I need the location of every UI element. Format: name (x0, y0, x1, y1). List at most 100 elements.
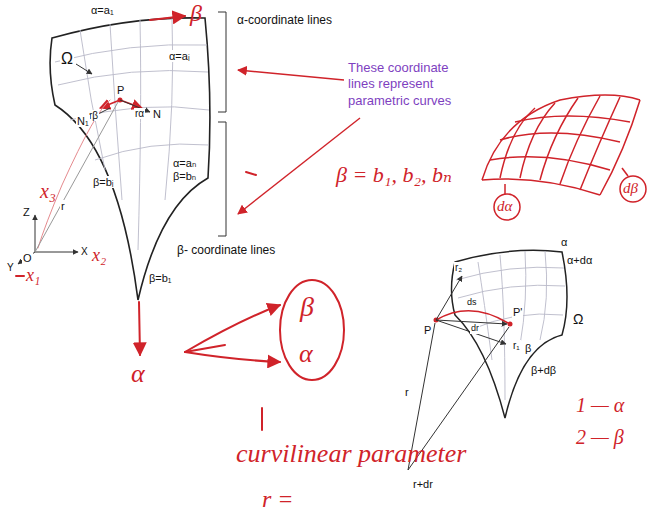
coordinate-label: β=bᵢ (92, 176, 115, 188)
drawing-stroke (504, 184, 506, 194)
point-name: P (423, 324, 432, 336)
vector-r2 (436, 276, 462, 320)
grid-lines (55, 18, 209, 250)
drawing-stroke (58, 71, 208, 85)
coordinate-label: β (524, 342, 532, 354)
coordinate-label: α=a₁ (90, 4, 115, 16)
hand-note: α (131, 360, 145, 389)
note: α-coordinate lines (236, 14, 333, 27)
drawing-stroke (35, 215, 36, 252)
grid-lines (456, 251, 565, 400)
hand-note: α (299, 340, 313, 369)
drawing-stroke (238, 70, 344, 80)
axis-name: Z (22, 206, 31, 218)
vector-name: r+dr (412, 478, 434, 490)
drawing-stroke (185, 305, 280, 352)
drawing-stroke (185, 345, 225, 352)
drawing-stroke (246, 172, 256, 175)
vector-name: N₁ (76, 115, 90, 127)
drawing-stroke (38, 100, 110, 248)
omega-leader (76, 64, 92, 74)
drawing-stroke (494, 194, 520, 220)
drawing-stroke (35, 102, 118, 252)
coordinate-label: β=bₙ (172, 170, 197, 182)
region-name: Ω (60, 50, 74, 68)
drawing-stroke (520, 103, 555, 178)
hand-note: β = b₁, b₂, bₙ (336, 163, 452, 187)
drawing-stroke (70, 107, 209, 120)
drawing-stroke (482, 179, 600, 195)
drawing-stroke (456, 267, 564, 280)
vector-name: r₁ (512, 340, 521, 351)
brackets (218, 12, 226, 236)
point-name: P' (512, 306, 523, 318)
coordinate-label: α=aᵢ (168, 50, 191, 62)
hand-mesh (482, 95, 646, 220)
coordinate-label: α+dα (566, 254, 593, 266)
drawing-stroke (622, 168, 628, 176)
drawing-stroke (540, 98, 578, 180)
drawing-stroke (218, 12, 226, 112)
drawing-stroke (540, 251, 547, 340)
vector-name: r₂ (454, 262, 463, 273)
drawing-stroke (138, 20, 141, 250)
hand-note: curvilinear parameter (236, 440, 466, 469)
hand-note: x₂ (92, 246, 106, 266)
origin-name: O (22, 252, 33, 264)
vector-name: rα (134, 108, 145, 119)
drawing-stroke (620, 176, 646, 202)
vector-name: r (60, 200, 66, 212)
surface-outline (452, 250, 568, 418)
drawing-stroke (580, 97, 620, 190)
hand-note: 1 — α (576, 394, 624, 416)
drawing-stroke (139, 302, 140, 355)
drawing-stroke (500, 255, 505, 400)
drawing-stroke (150, 16, 185, 20)
surface-right (408, 250, 567, 470)
drawing-stroke (458, 285, 565, 298)
axis-name: X (80, 246, 89, 257)
vector-name: dr (470, 324, 480, 334)
drawing-stroke (16, 275, 24, 277)
hand-note: dβ (623, 180, 638, 197)
hand-oval (185, 280, 344, 430)
hand-note: β (300, 292, 314, 323)
vector-r1 (436, 320, 506, 344)
region-name: Ω (572, 312, 584, 327)
vector-name: ds (466, 298, 478, 308)
note-arrows (238, 70, 360, 214)
drawing-stroke (110, 24, 122, 200)
note: β- coordinate lines (176, 244, 276, 257)
drawing-stroke (560, 96, 600, 184)
drawing-stroke (515, 116, 630, 122)
drawing-stroke (482, 95, 640, 180)
coordinate-label: α (560, 236, 568, 248)
vector-name: r (404, 386, 410, 398)
vector-name: N (152, 108, 162, 120)
hand-note: β (190, 0, 202, 26)
arc-ds (436, 311, 508, 323)
drawing-stroke (35, 252, 78, 253)
hand-note: 2 — β (576, 426, 624, 448)
note: These coordinate lines represent paramet… (348, 60, 468, 109)
hand-strokes (16, 16, 256, 355)
drawing-stroke (218, 122, 226, 236)
drawing-stroke (18, 252, 35, 264)
drawing-stroke (520, 251, 526, 345)
vector-name: rβ (88, 110, 99, 121)
hand-note: x₁ (26, 266, 40, 286)
hand-note: r = (262, 486, 294, 512)
axis-name: Y (6, 262, 15, 273)
drawing-stroke (490, 157, 610, 170)
coordinate-label: β=b₁ (148, 272, 173, 284)
point-name: P (116, 84, 125, 96)
coordinate-label: β+dβ (530, 364, 557, 376)
drawing-stroke (55, 45, 207, 62)
drawing-stroke (261, 408, 263, 430)
drawing-stroke (185, 352, 280, 362)
drawing-stroke (280, 280, 344, 380)
hand-note: dα (497, 198, 512, 215)
axes (18, 102, 118, 264)
coordinate-label: α=aₙ (172, 157, 197, 169)
